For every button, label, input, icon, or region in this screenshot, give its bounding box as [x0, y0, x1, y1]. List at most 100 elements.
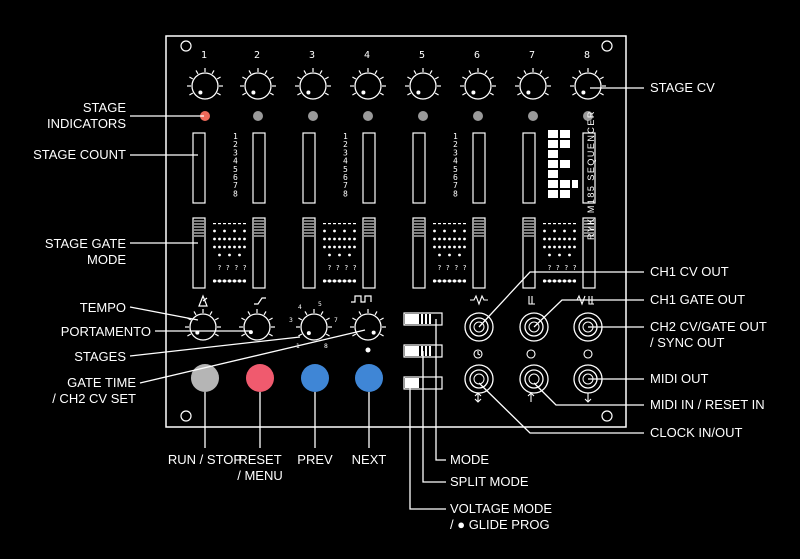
label-reset-menu: RESET / MENU: [237, 452, 283, 483]
stage-cv-knob[interactable]: [350, 68, 386, 100]
portamento-knob[interactable]: [239, 309, 275, 341]
leader-mode: [435, 319, 446, 461]
gate-time-knob[interactable]: [350, 309, 386, 341]
stage-number-label: 7: [529, 50, 536, 61]
stage-count-slider[interactable]: [522, 132, 536, 204]
clock-icon: [473, 349, 483, 359]
stage-indicator-led: [308, 111, 318, 121]
tempo-metronome-icon: [198, 294, 208, 307]
label-stage-indicators: STAGE INDICATORS: [47, 100, 126, 131]
stage-count-slider[interactable]: [362, 132, 376, 204]
leader-tempo: [129, 306, 199, 321]
leader-voltage-mode: [409, 383, 446, 510]
svg-text:? ? ? ?: ? ? ? ?: [433, 264, 467, 272]
label-stages: STAGES: [74, 349, 126, 364]
leader-ch1-gate-out: [533, 299, 644, 328]
stage-cv-knob[interactable]: [460, 68, 496, 100]
stage-gate-slider[interactable]: [362, 217, 376, 289]
label-tempo: TEMPO: [79, 300, 126, 315]
stage-gate-slider[interactable]: [522, 217, 536, 289]
ch1-gate-icon: [528, 296, 535, 305]
label-next: NEXT: [351, 452, 387, 467]
stage-indicator-led: [200, 111, 210, 121]
stage-count-slider[interactable]: [252, 132, 266, 204]
portamento-slope-icon: [254, 297, 266, 305]
stages-knob-number: 7: [334, 317, 338, 324]
stage-cv-knob[interactable]: [240, 68, 276, 100]
module-logo: [548, 130, 578, 198]
label-ch1-cv-out: CH1 CV OUT: [650, 264, 729, 279]
stage-indicator-led: [473, 111, 483, 121]
svg-text:? ? ? ?: ? ? ? ?: [213, 264, 247, 272]
stage-gate-slider[interactable]: [302, 217, 316, 289]
ch1-cv-icon: [470, 294, 488, 306]
stage-number-label: 5: [419, 50, 426, 61]
stage-count-slider[interactable]: [302, 132, 316, 204]
stage-indicator-led: [363, 111, 373, 121]
gate-mode-grid: ? ? ? ?: [212, 223, 247, 283]
label-clock-in-out: CLOCK IN/OUT: [650, 425, 743, 440]
stage-cv-knob[interactable]: [405, 68, 441, 100]
stage-number-label: 6: [474, 50, 481, 61]
reset-menu-button[interactable]: [246, 364, 274, 392]
gate-time-dot: [365, 347, 371, 353]
label-prev: PREV: [297, 452, 333, 467]
stage-indicator-led: [583, 111, 593, 121]
mount-hole-tr: [601, 40, 613, 52]
stage-gate-slider[interactable]: [192, 217, 206, 289]
leader-stages: [129, 336, 301, 357]
label-ch2-cv-gate-out: CH2 CV/GATE OUT / SYNC OUT: [650, 319, 767, 350]
stages-knob-number: 3: [289, 317, 293, 324]
midi-in-arrow-icon: [527, 392, 535, 402]
stage-count-slider[interactable]: [192, 132, 206, 204]
stage-cv-knob[interactable]: [515, 68, 551, 100]
midi-out-arrow-icon: [584, 393, 592, 403]
stage-count-slider[interactable]: [472, 132, 486, 204]
label-stage-gate-mode: STAGE GATE MODE: [44, 236, 126, 267]
label-split-mode: SPLIT MODE: [450, 474, 529, 489]
stage-count-slider[interactable]: [412, 132, 426, 204]
mount-hole-br: [601, 410, 613, 422]
label-gate-time: GATE TIME / CH2 CV SET: [52, 375, 136, 406]
stages-knob-number: 8: [324, 343, 328, 350]
stage-cv-knob[interactable]: [187, 68, 223, 100]
stage-number-label: 1: [201, 50, 208, 61]
midi-in-reset-in-jack[interactable]: [519, 364, 549, 394]
svg-text:? ? ? ?: ? ? ? ?: [323, 264, 357, 272]
stage-count-slider[interactable]: [582, 132, 596, 204]
stages-knob[interactable]: [296, 309, 332, 341]
stage-gate-slider[interactable]: [472, 217, 486, 289]
label-portamento: PORTAMENTO: [60, 324, 151, 339]
mount-hole-tl: [180, 40, 192, 52]
prev-button[interactable]: [301, 364, 329, 392]
stage-cv-knob[interactable]: [295, 68, 331, 100]
tempo-knob[interactable]: [185, 309, 221, 341]
leader-gate-time: [139, 329, 366, 384]
label-run-stop: RUN / STOP: [167, 452, 243, 467]
label-mode: MODE: [450, 452, 489, 467]
leader-clock-io: [478, 382, 644, 434]
clock-in-out-jack[interactable]: [464, 364, 494, 394]
stage-gate-slider[interactable]: [252, 217, 266, 289]
label-midi-out: MIDI OUT: [650, 371, 709, 386]
stage-number-label: 2: [254, 50, 261, 61]
clock-io-arrow-icon: [474, 392, 482, 403]
label-stage-cv: STAGE CV: [650, 80, 715, 95]
stage-indicator-led: [528, 111, 538, 121]
run-stop-button[interactable]: [191, 364, 219, 392]
label-ch1-gate-out: CH1 GATE OUT: [650, 292, 746, 307]
stage-cv-knob[interactable]: [570, 68, 606, 100]
module-name: RYK M185 SEQUENCER: [586, 110, 596, 240]
stage-gate-slider[interactable]: [412, 217, 426, 289]
stage-gate-slider[interactable]: [582, 217, 596, 289]
gate-pulse-icon: [351, 295, 372, 303]
label-stage-count: STAGE COUNT: [33, 147, 126, 162]
next-button[interactable]: [355, 364, 383, 392]
label-voltage-mode: VOLTAGE MODE / ● GLIDE PROG: [450, 501, 553, 532]
leader-ch1-cv-out: [478, 271, 644, 328]
mode-switch[interactable]: [403, 312, 443, 326]
